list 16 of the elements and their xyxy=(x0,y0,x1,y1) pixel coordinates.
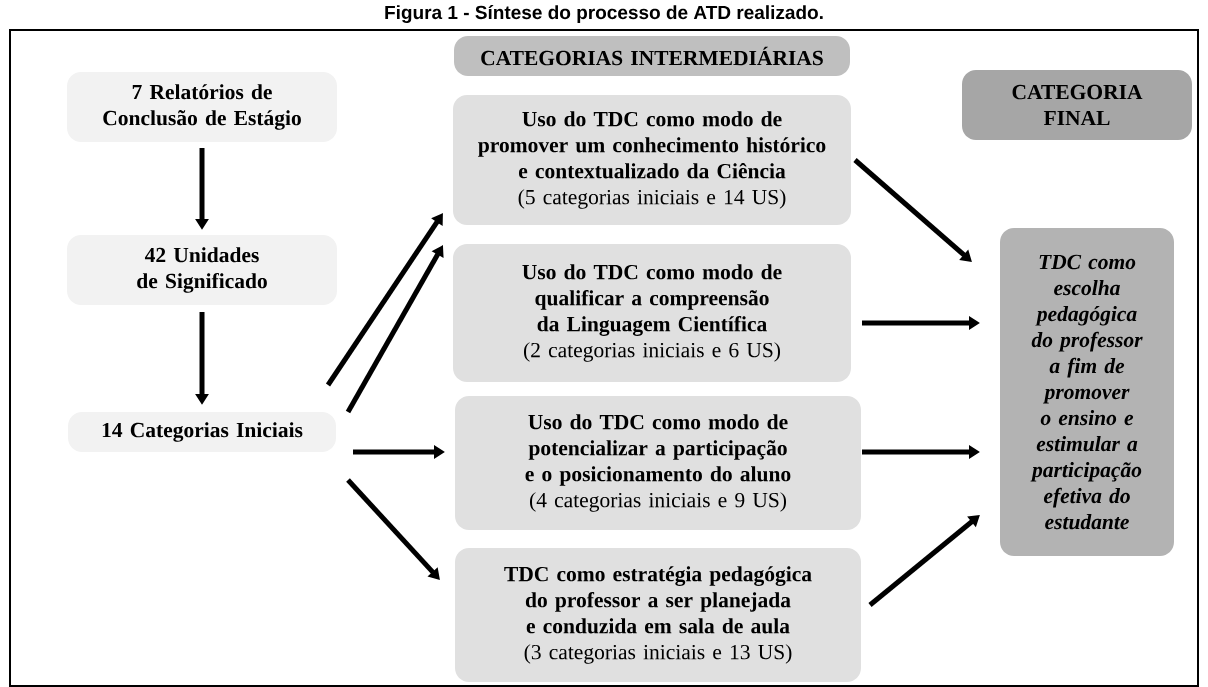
arrow xyxy=(853,158,972,262)
category-box: Uso do TDC como modo de potencializar a participação e o posicionamento do aluno (4 categorias iniciais e 9 US) xyxy=(455,396,861,530)
arrow xyxy=(325,213,443,387)
category-box: Uso do TDC como modo de promover um conhecimento histórico e contextualizado da Ciência (5 categorias iniciais e 14 US) xyxy=(453,95,851,225)
header-band: CATEGORIAS INTERMEDIÁRIAS xyxy=(454,36,850,76)
category-box: TDC como estratégia pedagógica do professor a ser planejada e conduzida em sala de aula (3 categorias iniciais e 13 US) xyxy=(455,548,861,682)
arrow xyxy=(346,478,440,580)
category-box: TDC como escolha pedagógica do professor a fim de promover o ensino e estimular a participação efetiva do estudante xyxy=(1000,228,1174,556)
arrow xyxy=(868,515,980,607)
header-box: CATEGORIA FINAL xyxy=(962,70,1192,140)
process-box: 14 Categorias Iniciais xyxy=(68,412,336,452)
arrow xyxy=(345,245,444,414)
category-box: Uso do TDC como modo de qualificar a compreensão da Linguagem Científica (2 categorias iniciais e 6 US) xyxy=(453,244,851,382)
process-box: 7 Relatórios de Conclusão de Estágio xyxy=(67,72,337,142)
process-box: 42 Unidades de Significado xyxy=(67,235,337,305)
figure-title: Figura 1 - Síntese do processo de ATD realizado. xyxy=(385,5,823,23)
